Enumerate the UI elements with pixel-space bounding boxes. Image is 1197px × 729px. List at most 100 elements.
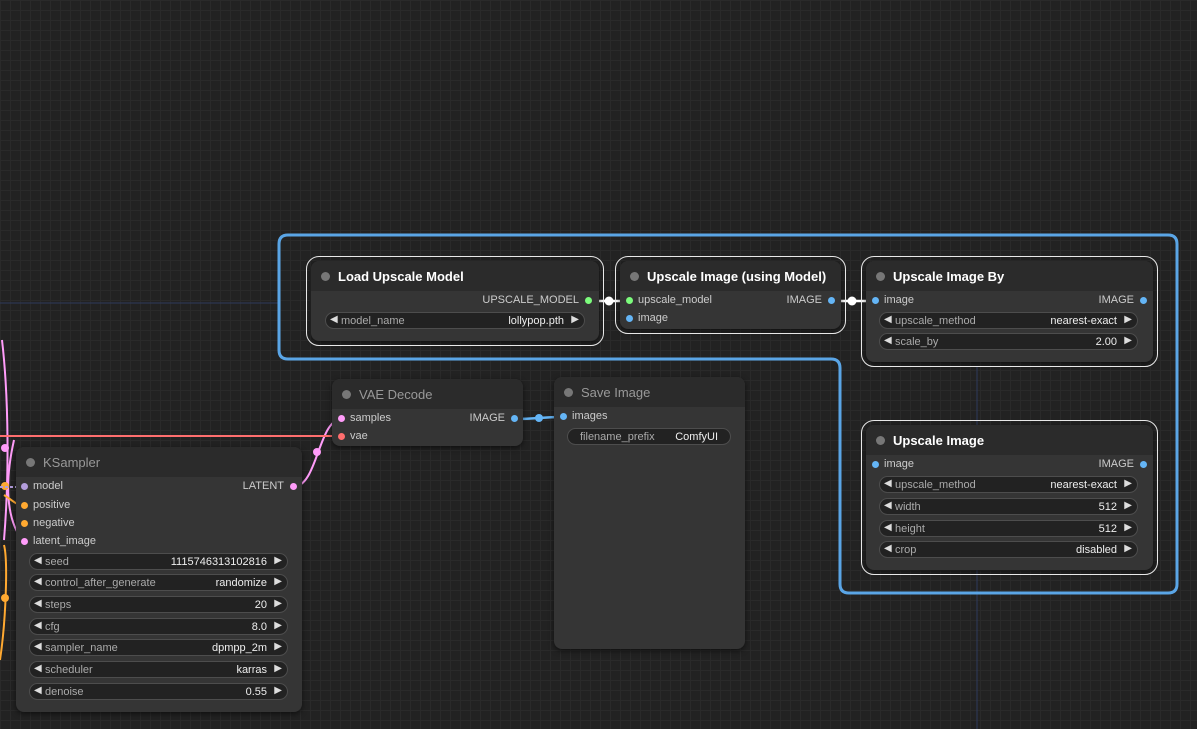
widget-seed[interactable]: ◀ seed 1115746313102816 ▶ [29,553,288,570]
decrement-arrow-icon[interactable]: ◀ [884,478,892,489]
widget-filename-prefix[interactable]: filename_prefix ComfyUI [567,428,731,445]
decrement-arrow-icon[interactable]: ◀ [884,500,892,511]
slot-dot-icon[interactable] [828,297,835,304]
input-images[interactable]: images [560,410,640,424]
input-latent-image[interactable]: latent_image [21,535,121,549]
slot-dot-icon[interactable] [560,413,567,420]
increment-arrow-icon[interactable]: ▶ [274,685,282,696]
group-outline[interactable] [277,233,1179,595]
link-midpoint-image-upscaled[interactable] [847,296,857,306]
link-midpoint-upscale-model[interactable] [604,296,614,306]
slot-dot-icon[interactable] [872,297,879,304]
slot-dot-icon[interactable] [1140,297,1147,304]
link-midpoint-latent-left[interactable] [1,444,9,452]
slot-dot-icon[interactable] [626,297,633,304]
node-title-bar[interactable]: Save Image [554,377,745,407]
widget-crop[interactable]: ◀ crop disabled ▶ [879,541,1138,558]
input-negative[interactable]: negative [21,517,101,531]
output-upscale-model[interactable]: UPSCALE_MODEL [442,294,592,308]
decrement-arrow-icon[interactable]: ◀ [884,335,892,346]
decrement-arrow-icon[interactable]: ◀ [884,543,892,554]
decrement-arrow-icon[interactable]: ◀ [34,576,42,587]
output-image[interactable]: IMAGE [1077,294,1147,308]
input-model[interactable]: model [21,480,101,494]
decrement-arrow-icon[interactable]: ◀ [34,685,42,696]
widget-scale-by[interactable]: ◀ scale_by 2.00 ▶ [879,333,1138,350]
input-image[interactable]: image [626,312,706,326]
input-upscale-model[interactable]: upscale_model [626,294,736,308]
collapse-dot-icon[interactable] [564,388,573,397]
input-positive[interactable]: positive [21,499,101,513]
slot-dot-icon[interactable] [21,538,28,545]
slot-dot-icon[interactable] [872,461,879,468]
decrement-arrow-icon[interactable]: ◀ [884,314,892,325]
decrement-arrow-icon[interactable]: ◀ [34,555,42,566]
link-midpoint-conditioning[interactable] [1,594,9,602]
widget-steps[interactable]: ◀ steps 20 ▶ [29,596,288,613]
input-samples[interactable]: samples [338,412,418,426]
node-upscale-image-using-model[interactable]: Upscale Image (using Model) upscale_mode… [615,256,846,334]
slot-dot-icon[interactable] [290,483,297,490]
increment-arrow-icon[interactable]: ▶ [274,576,282,587]
decrement-arrow-icon[interactable]: ◀ [34,663,42,674]
slot-dot-icon[interactable] [21,520,28,527]
slot-dot-icon[interactable] [338,415,345,422]
collapse-dot-icon[interactable] [342,390,351,399]
decrement-arrow-icon[interactable]: ◀ [34,641,42,652]
increment-arrow-icon[interactable]: ▶ [274,641,282,652]
widget-upscale-method[interactable]: ◀ upscale_method nearest-exact ▶ [879,476,1138,493]
widget-scheduler[interactable]: ◀ scheduler karras ▶ [29,661,288,678]
slot-dot-icon[interactable] [511,415,518,422]
increment-arrow-icon[interactable]: ▶ [274,555,282,566]
widget-denoise[interactable]: ◀ denoise 0.55 ▶ [29,683,288,700]
slot-dot-icon[interactable] [585,297,592,304]
decrement-arrow-icon[interactable]: ◀ [884,522,892,533]
decrement-arrow-icon[interactable]: ◀ [34,620,42,631]
node-save-image[interactable]: Save Image images filename_prefix ComfyU… [554,377,745,649]
slot-dot-icon[interactable] [338,433,345,440]
output-image[interactable]: IMAGE [765,294,835,308]
increment-arrow-icon[interactable]: ▶ [571,314,579,325]
widget-width[interactable]: ◀ width 512 ▶ [879,498,1138,515]
node-title-bar[interactable]: Upscale Image (using Model) [620,261,841,291]
increment-arrow-icon[interactable]: ▶ [1124,500,1132,511]
node-title-bar[interactable]: Upscale Image [866,425,1153,455]
increment-arrow-icon[interactable]: ▶ [1124,478,1132,489]
node-title-bar[interactable]: Upscale Image By [866,261,1153,291]
widget-sampler-name[interactable]: ◀ sampler_name dpmpp_2m ▶ [29,639,288,656]
widget-height[interactable]: ◀ height 512 ▶ [879,520,1138,537]
link-midpoint-image[interactable] [535,414,543,422]
node-title-bar[interactable]: Load Upscale Model [311,261,599,291]
node-title-bar[interactable]: VAE Decode [332,379,523,409]
increment-arrow-icon[interactable]: ▶ [274,598,282,609]
node-load-upscale-model[interactable]: Load Upscale Model UPSCALE_MODEL ◀ model… [306,256,604,346]
output-image[interactable]: IMAGE [448,412,518,426]
increment-arrow-icon[interactable]: ▶ [274,663,282,674]
link-midpoint-latent[interactable] [313,448,321,456]
output-latent[interactable]: LATENT [227,480,297,494]
collapse-dot-icon[interactable] [26,458,35,467]
node-upscale-image-by[interactable]: Upscale Image By image IMAGE ◀ upscale_m… [861,256,1158,367]
output-image[interactable]: IMAGE [1077,458,1147,472]
widget-upscale-method[interactable]: ◀ upscale_method nearest-exact ▶ [879,312,1138,329]
slot-dot-icon[interactable] [21,483,28,490]
node-vae-decode[interactable]: VAE Decode samples vae IMAGE [332,379,523,446]
node-title-bar[interactable]: KSampler [16,447,302,477]
widget-cfg[interactable]: ◀ cfg 8.0 ▶ [29,618,288,635]
increment-arrow-icon[interactable]: ▶ [274,620,282,631]
collapse-dot-icon[interactable] [321,272,330,281]
slot-dot-icon[interactable] [21,502,28,509]
collapse-dot-icon[interactable] [876,436,885,445]
slot-dot-icon[interactable] [626,315,633,322]
input-image[interactable]: image [872,294,952,308]
widget-control-after-generate[interactable]: ◀ control_after_generate randomize ▶ [29,574,288,591]
node-ksampler[interactable]: KSampler model positive negative latent_… [16,447,302,712]
collapse-dot-icon[interactable] [876,272,885,281]
increment-arrow-icon[interactable]: ▶ [1124,543,1132,554]
slot-dot-icon[interactable] [1140,461,1147,468]
collapse-dot-icon[interactable] [630,272,639,281]
decrement-arrow-icon[interactable]: ◀ [34,598,42,609]
widget-model-name[interactable]: ◀ model_name lollypop.pth ▶ [325,312,585,329]
decrement-arrow-icon[interactable]: ◀ [330,314,338,325]
input-image[interactable]: image [872,458,952,472]
